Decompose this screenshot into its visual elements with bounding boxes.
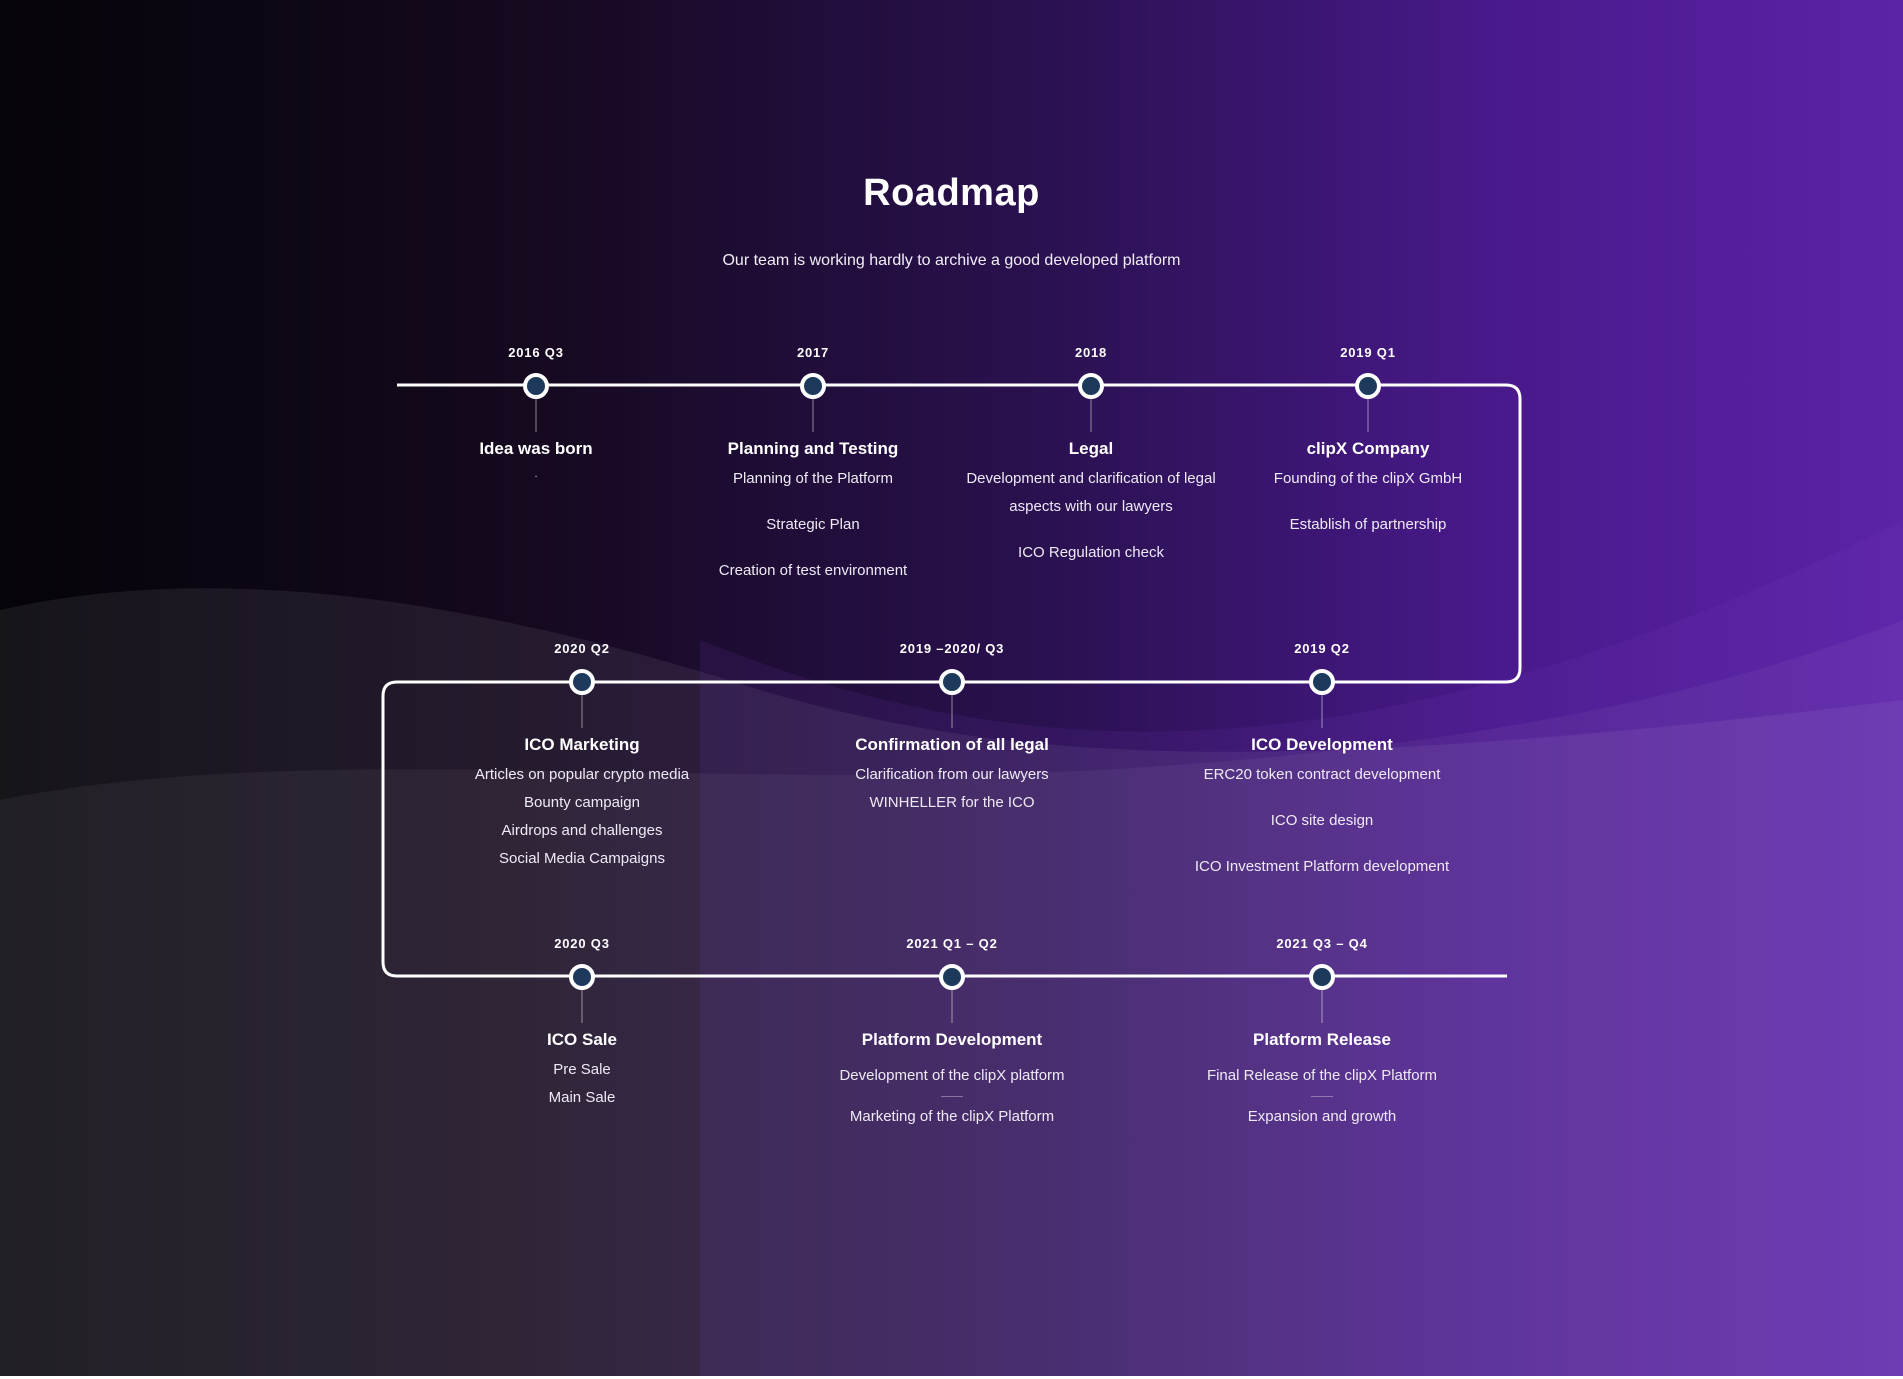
timeline-node-2020-q2 xyxy=(569,669,595,728)
milestone-item: . xyxy=(534,469,538,480)
milestone-item: ERC20 token contract development xyxy=(1203,766,1441,783)
milestone-title: clipX Company xyxy=(1306,439,1430,458)
milestone-date: 2020 Q2 xyxy=(554,641,610,656)
milestone-items: Clarification from our lawyers WINHELLER… xyxy=(802,761,1102,817)
milestone-items: ERC20 token contract development ICO sit… xyxy=(1172,761,1472,899)
milestone-item: WINHELLER for the ICO xyxy=(869,794,1035,811)
milestone-item: Clarification from our lawyers xyxy=(855,766,1049,783)
milestone-item: Articles on popular crypto media xyxy=(474,766,690,783)
timeline-node-2021-q1-q2 xyxy=(939,964,965,1023)
milestone-items: . xyxy=(386,468,686,500)
milestone-title: ICO Sale xyxy=(547,1030,617,1049)
milestone-item: Founding of the clipX GmbH xyxy=(1273,470,1463,487)
milestone-item: ICO Investment Platform development xyxy=(1194,858,1450,875)
timeline-node-2019-q2 xyxy=(1309,669,1335,728)
milestone-item: Airdrops and challenges xyxy=(501,822,663,839)
timeline-node-2018 xyxy=(1078,373,1104,432)
milestone-items: Planning of the Platform Strategic Plan … xyxy=(663,465,963,603)
milestone-date: 2021 Q3 – Q4 xyxy=(1276,936,1368,951)
timeline-node-2020-q3 xyxy=(569,964,595,1023)
milestone-title: ICO Development xyxy=(1251,735,1393,754)
milestone-item: Main Sale xyxy=(548,1089,616,1106)
timeline-node-2019-q1 xyxy=(1355,373,1381,432)
milestone-date: 2016 Q3 xyxy=(508,345,564,360)
milestone-title: Legal xyxy=(1068,439,1114,458)
milestone-items: Development of the clipX platform Market… xyxy=(802,1062,1102,1131)
milestone-item: Bounty campaign xyxy=(524,794,640,811)
timeline-node-2019-2020-q3 xyxy=(939,669,965,728)
milestone-date: 2017 xyxy=(796,345,830,360)
item-separator xyxy=(941,1096,963,1097)
milestone-item: ICO Regulation check xyxy=(1018,544,1164,561)
milestone-title: Platform Development xyxy=(861,1030,1043,1049)
timeline-node-2016-q3 xyxy=(523,373,549,432)
milestone-date: 2021 Q1 – Q2 xyxy=(906,936,998,951)
milestone-item: Marketing of the clipX Platform xyxy=(849,1108,1055,1125)
milestone-title: Idea was born xyxy=(479,439,593,458)
page-title: Roadmap xyxy=(863,172,1040,214)
milestone-item: Pre Sale xyxy=(553,1061,611,1078)
milestone-item: Development of the clipX platform xyxy=(839,1067,1065,1084)
milestone-items: Pre Sale Main Sale xyxy=(432,1056,732,1112)
milestone-date: 2019 –2020/ Q3 xyxy=(899,641,1005,656)
milestone-title: Platform Release xyxy=(1253,1030,1391,1049)
milestone-item: Planning of the Platform xyxy=(732,470,894,487)
timeline-node-2017 xyxy=(800,373,826,432)
milestone-items: Articles on popular crypto media Bounty … xyxy=(432,761,732,873)
milestone-item: Establish of partnership xyxy=(1289,516,1447,533)
milestone-title: ICO Marketing xyxy=(524,735,640,754)
milestone-item: Strategic Plan xyxy=(766,516,860,533)
milestone-item: ICO site design xyxy=(1270,812,1374,829)
bottom-edge xyxy=(0,1376,1903,1379)
milestone-date: 2019 Q2 xyxy=(1294,641,1350,656)
item-separator xyxy=(1311,1096,1333,1097)
milestone-item: Final Release of the clipX Platform xyxy=(1206,1067,1438,1084)
milestone-date: 2018 xyxy=(1074,345,1108,360)
milestone-date: 2020 Q3 xyxy=(554,936,610,951)
milestone-title: Planning and Testing xyxy=(727,439,899,458)
milestone-items: Development and clarification of legal a… xyxy=(961,465,1221,585)
milestone-item: Social Media Campaigns xyxy=(499,850,665,867)
milestone-item: Development and clarification of legal a… xyxy=(966,470,1216,515)
timeline-node-2021-q3-q4 xyxy=(1309,964,1335,1023)
milestone-items: Final Release of the clipX Platform Expa… xyxy=(1172,1062,1472,1131)
milestone-item: Expansion and growth xyxy=(1247,1108,1397,1125)
milestone-item: Creation of test environment xyxy=(718,562,908,579)
milestone-title: Confirmation of all legal xyxy=(855,735,1049,754)
milestone-date: 2019 Q1 xyxy=(1340,345,1396,360)
milestone-items: Founding of the clipX GmbH Establish of … xyxy=(1218,465,1518,557)
purple-wave xyxy=(700,520,1903,1379)
page-subtitle: Our team is working hardly to archive a … xyxy=(722,252,1181,269)
